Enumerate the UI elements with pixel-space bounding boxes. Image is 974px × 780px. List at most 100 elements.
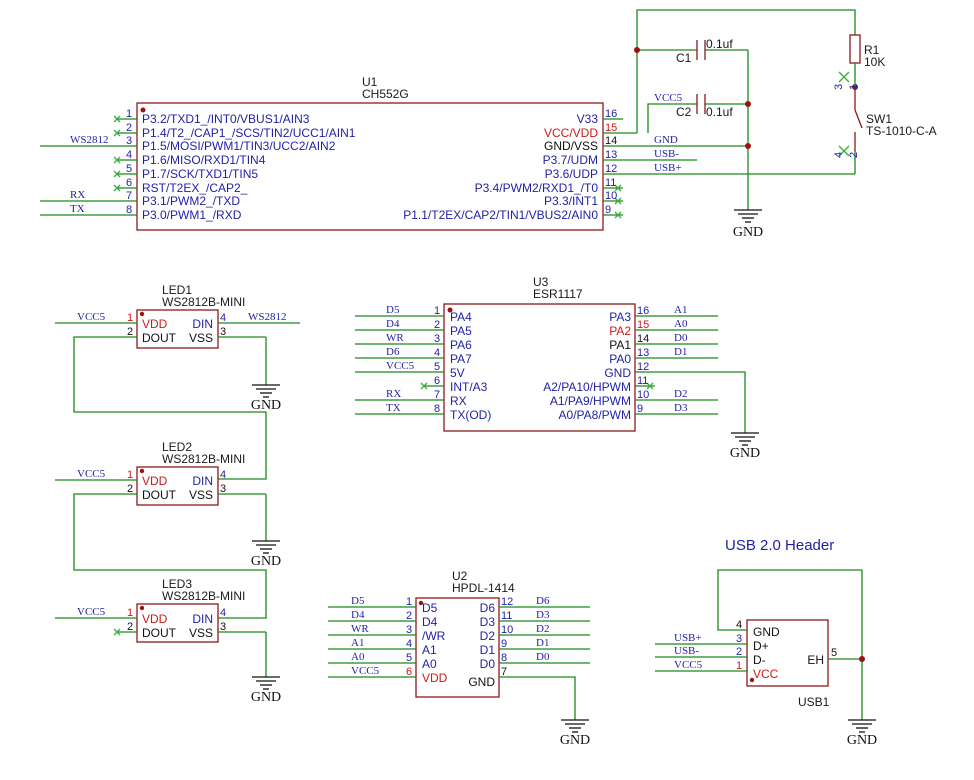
led1-pin-num: 3: [220, 326, 226, 338]
sw1-ref: SW1: [866, 112, 892, 126]
usb-header: USB 2.0 Header 4 3 2 1 GND D+ D- VCC USB…: [655, 537, 877, 748]
u2-pin-num: 6: [406, 666, 412, 678]
led-chain: LED1 WS2812B-MINI 1 2 3 4 VDD DOUT DIN V…: [55, 283, 300, 705]
usb-pin-num: 2: [736, 646, 742, 658]
led1-vss-label: VSS: [189, 331, 213, 345]
u2-pin-num: 10: [501, 624, 513, 636]
u2-pin-num: 4: [406, 638, 412, 650]
u2-pin-num: 3: [406, 624, 412, 636]
u1-pin-name: P1.4/T2_/CAP1_/SCS/TIN2/UCC1/AIN1: [142, 126, 356, 140]
u3-pin-name: PA0: [609, 352, 631, 366]
gnd-label: GND: [560, 733, 590, 748]
u1-pin-num: 10: [605, 190, 617, 202]
u3-pin-num: 2: [434, 319, 440, 331]
led3-value: WS2812B-MINI: [162, 589, 245, 603]
u3-left-wires: [355, 315, 444, 415]
u1-pin-name: P3.3/INT1: [544, 194, 598, 208]
u1-pin-num: 3: [126, 135, 132, 147]
u3-esr1117: U3 ESR1117 1 2 3 4 5 6 7 8 PA4 PA5 PA6: [355, 275, 760, 461]
led2-din-label: DIN: [192, 474, 213, 488]
led2-pin-num: 3: [220, 483, 226, 495]
usb-eh-label: EH: [807, 653, 824, 667]
led3-ws2812b: LED3 WS2812B-MINI 1 2 3 4 VDD DOUT DIN V…: [55, 577, 281, 705]
u2-pin-num: 7: [501, 666, 507, 678]
u3-pin-num: 15: [637, 319, 649, 331]
u3-pin-name: A2/PA10/HPWM: [543, 380, 631, 394]
u2-pin-name: /WR: [422, 629, 446, 643]
u2-pin-name: D2: [480, 629, 496, 643]
led2-vdd-label: VDD: [142, 474, 168, 488]
u2-pin-name: VDD: [422, 671, 448, 685]
u3-pin-num: 4: [434, 347, 440, 359]
u2-pin-num: 9: [501, 638, 507, 650]
led2-dout-label: DOUT: [142, 488, 177, 502]
usb-title: USB 2.0 Header: [725, 537, 834, 554]
u3-pin-num: 6: [434, 375, 440, 387]
u2-ref: U2: [452, 569, 468, 583]
net-label-vcc5: VCC5: [77, 606, 106, 618]
u1-pin-name: P3.0/PWM1_/RXD: [142, 208, 242, 222]
net-label: WR: [386, 332, 404, 344]
u3-pin-name: A1/PA9/HPWM: [550, 394, 631, 408]
net-label: VCC5: [386, 360, 415, 372]
net-label: D5: [351, 595, 365, 607]
usb-pin-name: GND: [753, 625, 780, 639]
led1-pin-num: 1: [127, 312, 133, 324]
junction-dot: [634, 47, 640, 53]
u1-pin-num: 9: [605, 204, 611, 216]
gnd-label: GND: [730, 446, 760, 461]
net-label: A0: [674, 318, 688, 330]
junction-dot: [745, 143, 751, 149]
u1-value: CH552G: [362, 87, 409, 101]
u2-pin-name: D6: [480, 601, 496, 615]
net-label: VCC5: [351, 665, 380, 677]
led2-pin-num: 4: [220, 469, 226, 481]
u2-pin-name: D3: [480, 615, 496, 629]
u3-pin-name: TX(OD): [450, 408, 491, 422]
u2-pin-num: 1: [406, 596, 412, 608]
u1-pin-name: P1.5/MOSI/PWM1/TIN3/UCC2/AIN2: [142, 139, 336, 153]
u2-value: HPDL-1414: [452, 581, 515, 595]
u1-pin-name: P3.4/PWM2/RXD1_/T0: [475, 181, 599, 195]
usb-eh-pin-num: 5: [831, 647, 837, 659]
net-label-vcc5: VCC5: [77, 468, 106, 480]
u1-nc-marks-right: [614, 184, 622, 219]
u3-pin-name: PA2: [609, 324, 631, 338]
junction-dot: [859, 656, 865, 662]
u1-right-pins: 16 15 14 13 12 11 10 9 V33 VCC/VDD GND/V…: [403, 92, 855, 222]
led1-vdd-label: VDD: [142, 317, 168, 331]
led3-dout-label: DOUT: [142, 626, 177, 640]
net-label: D3: [536, 609, 550, 621]
gnd-label: GND: [251, 690, 281, 705]
net-label: USB-: [674, 645, 699, 657]
led1-din-label: DIN: [192, 317, 213, 331]
led3-vss-label: VSS: [189, 626, 213, 640]
u3-value: ESR1117: [533, 287, 583, 301]
net-label-rx: RX: [70, 189, 85, 201]
u1-pin-num: 2: [126, 122, 132, 134]
u1-pin-name: P1.6/MISO/RXD1/TIN4: [142, 153, 266, 167]
net-label: A0: [351, 651, 365, 663]
sw1-pin: 3: [833, 84, 845, 90]
sw1-value: TS-1010-C-A: [866, 124, 937, 138]
c1-ref: C1: [676, 51, 692, 65]
u2-pin-num: 5: [406, 652, 412, 664]
u2-pin-num: 11: [501, 610, 512, 622]
net-label: D2: [674, 388, 687, 400]
capacitor-c2: C2 0.1uf: [676, 94, 733, 119]
c1-value: 0.1uf: [706, 37, 733, 51]
gnd-symbol: GND: [730, 432, 760, 461]
u3-pin-num: 8: [434, 403, 440, 415]
net-label: RX: [386, 388, 401, 400]
u2-pin-name: A0: [422, 657, 437, 671]
usb-pin-num: 4: [736, 619, 742, 631]
u1-pin-name: RST/T2EX_/CAP2_: [142, 181, 248, 195]
u1-pin-name: V33: [577, 112, 599, 126]
u1-pin-name: P3.2/TXD1_/INT0/VBUS1/AIN3: [142, 112, 310, 126]
led3-din-label: DIN: [192, 612, 213, 626]
gnd-symbol: GND: [847, 719, 877, 748]
sw1-pin: 4: [833, 152, 845, 158]
u1-pin-name: VCC/VDD: [544, 126, 598, 140]
net-label-usb-plus: USB+: [654, 162, 682, 174]
u3-pin-name: 5V: [450, 366, 465, 380]
